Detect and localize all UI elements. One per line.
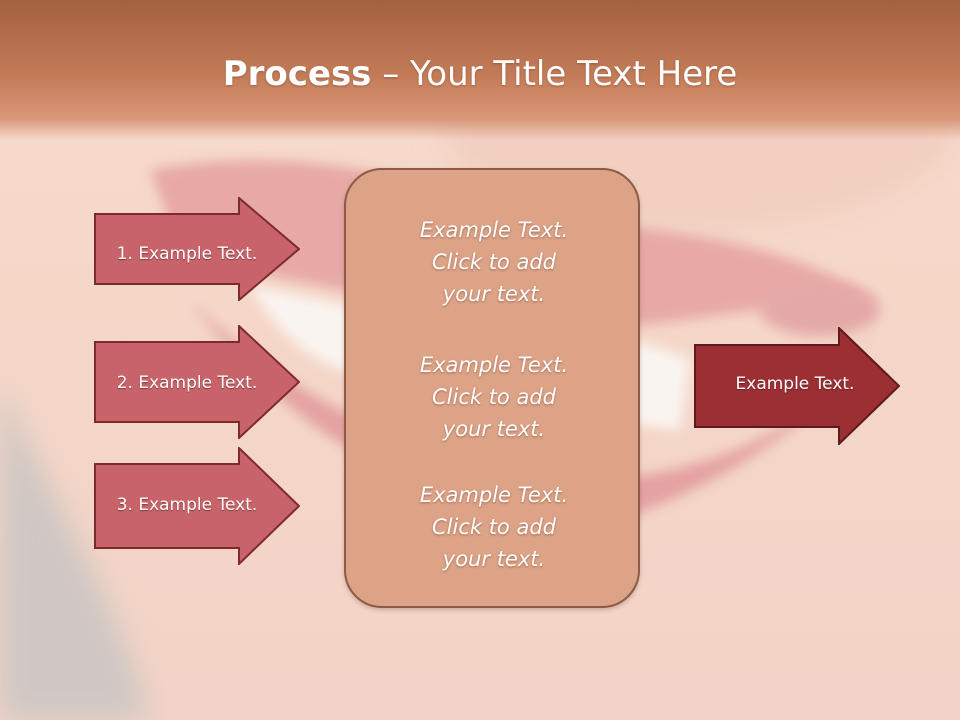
title-bar: [0, 0, 960, 140]
result-label: Example Text.: [735, 374, 855, 394]
center-text-block-2: Example Text. Click to add your text.: [346, 349, 642, 445]
result-arrow[interactable]: [694, 327, 900, 445]
block-line: Click to add: [431, 250, 556, 274]
center-text-block-3: Example Text. Click to add your text.: [346, 479, 642, 575]
title-bold-text: Process: [222, 54, 372, 94]
title-text: – Your Title Text Here: [371, 54, 738, 94]
center-text-box[interactable]: Example Text. Click to add your text. Ex…: [344, 168, 640, 608]
block-line: your text.: [442, 547, 546, 571]
block-line: Click to add: [431, 385, 556, 409]
slide-title[interactable]: Process – Your Title Text Here: [0, 52, 960, 96]
step-arrow-3[interactable]: [94, 447, 300, 565]
block-line: Click to add: [431, 515, 556, 539]
block-line: Example Text.: [419, 218, 569, 242]
step-arrow-2[interactable]: [94, 325, 300, 439]
block-line: your text.: [442, 282, 546, 306]
step-label-3: 3. Example Text.: [116, 495, 258, 515]
step-arrow-1[interactable]: [94, 197, 300, 301]
block-line: Example Text.: [419, 353, 569, 377]
block-line: Example Text.: [419, 483, 569, 507]
step-label-1: 1. Example Text.: [116, 244, 258, 264]
step-label-2: 2. Example Text.: [116, 373, 258, 393]
block-line: your text.: [442, 417, 546, 441]
center-text-block-1: Example Text. Click to add your text.: [346, 214, 642, 310]
